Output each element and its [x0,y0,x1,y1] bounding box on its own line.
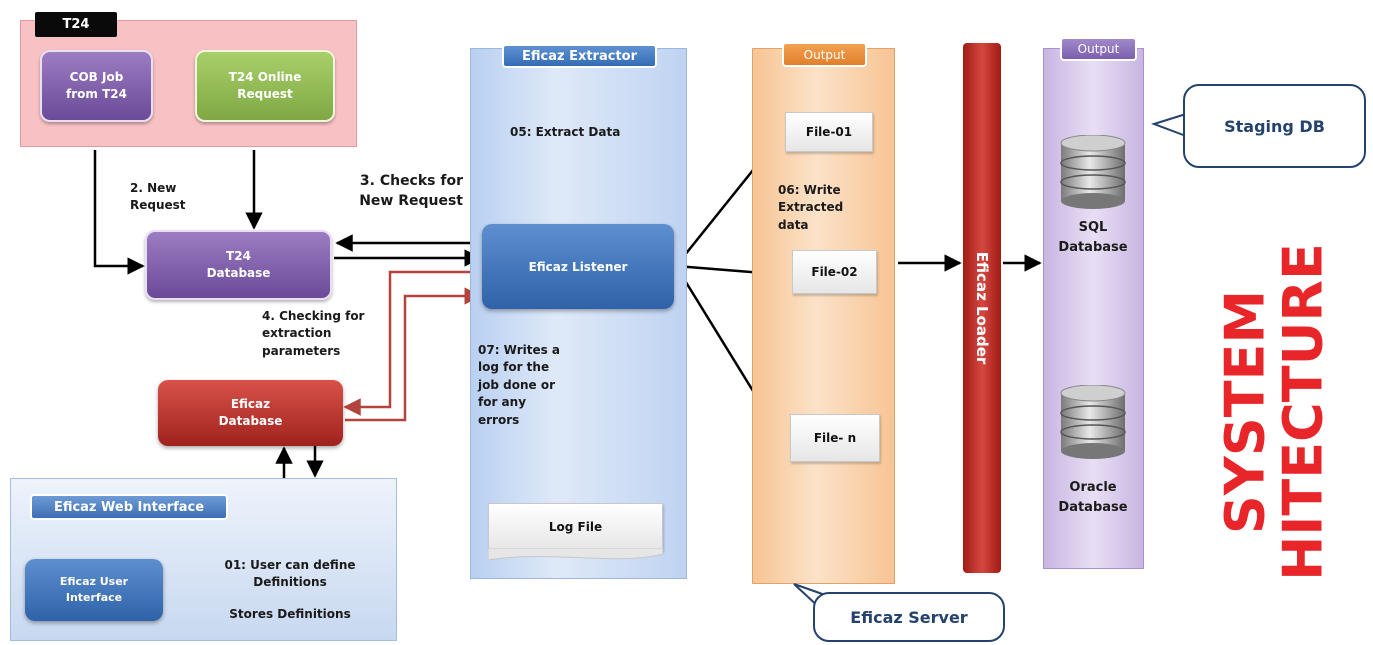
file-01-doc: File-01 [785,112,873,152]
staging-db-callout-tail [1150,113,1187,137]
log-file-curl [488,548,663,561]
arrow-eficazdb-to-listener [345,287,482,422]
define-definitions-label: 01: User can define Definitions [224,558,356,590]
oracle-database-icon [1060,385,1126,459]
side-title-line1: SYSTEM [1213,289,1277,535]
step-new-request-label: 2. New Request [130,181,186,213]
t24-online-request-box: T24 Online Request [195,50,335,122]
sql-database-label: SQL Database [1058,220,1128,255]
staging-db-callout: Staging DB [1183,84,1366,168]
write-extracted-label: 06: Write Extracted data [778,183,844,232]
arrow-cob-to-t24db [93,150,145,275]
step-checks-new-request-label: 3. Checks for New Request [359,173,463,209]
eficaz-user-interface-box: Eficaz User Interface [25,559,163,621]
eficaz-listener-box: Eficaz Listener [482,224,674,309]
oracle-database-label: Oracle Database [1058,480,1128,515]
file-02-doc: File-02 [792,250,877,294]
log-file-doc: Log File [488,503,663,551]
output-db-tab: Output [1060,37,1137,61]
step-checking-params-label: 4. Checking for extraction parameters [262,309,365,358]
eficaz-web-interface-tab: Eficaz Web Interface [30,494,228,520]
stores-definitions-label: Stores Definitions [229,607,351,621]
eficaz-database-box: Eficaz Database [158,380,343,446]
side-title-line2: HITECTURE [1272,243,1335,581]
extract-data-label: 05: Extract Data [510,125,621,139]
arrow-listener-to-eficazdb [343,270,478,416]
file-n-doc: File- n [790,414,880,462]
side-title: SYSTEM HITECTURE [1213,243,1335,581]
eficaz-loader-bar [963,43,1001,573]
eficaz-server-callout: Eficaz Server [813,592,1005,642]
eficaz-loader-label: Eficaz Loader [973,251,991,365]
cob-job-box: COB Job from T24 [40,50,153,122]
t24-database-box: T24 Database [145,230,332,300]
t24-tab: T24 [35,12,117,37]
writes-log-label: 07: Writes a log for the job done or for… [478,343,561,427]
eficaz-extractor-region [470,48,687,579]
eficaz-extractor-tab: Eficaz Extractor [502,44,657,68]
output-files-tab: Output [782,42,867,67]
sql-database-icon [1060,135,1126,209]
